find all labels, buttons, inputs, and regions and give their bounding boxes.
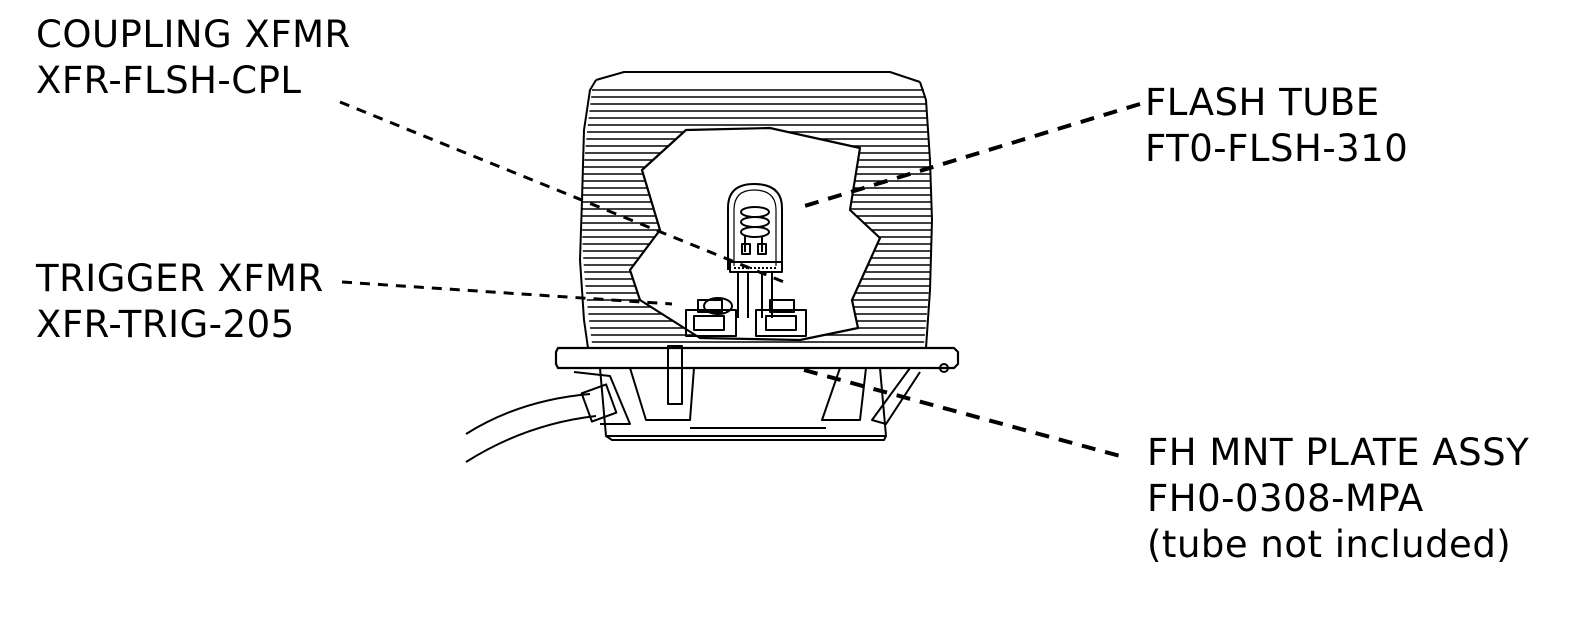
leader-mount: [803, 368, 1121, 458]
flash-tube-name: FLASH TUBE: [1145, 81, 1380, 124]
trigger-xfmr-callout: TRIGGER XFMR XFR-TRIG-205: [36, 256, 324, 348]
mount-plate-callout: FH MNT PLATE ASSY FH0-0308-MPA (tube not…: [1147, 430, 1529, 568]
mount-plate-name: FH MNT PLATE ASSY: [1147, 431, 1530, 474]
mount-plate: [554, 346, 960, 370]
leader-coupling: [339, 100, 785, 284]
coupling-xfmr-name: COUPLING XFMR: [36, 13, 351, 56]
cutaway-window: [628, 126, 882, 342]
leader-trigger: [341, 280, 673, 306]
trigger-block-right: [755, 309, 807, 337]
flash-tube-part: FT0-FLSH-310: [1145, 127, 1409, 170]
dome-cap: [595, 71, 921, 83]
trigger-xfmr-name: TRIGGER XFMR: [36, 257, 324, 300]
coupling-xfmr-part: XFR-FLSH-CPL: [36, 59, 302, 102]
trigger-block-left: [685, 309, 737, 337]
flash-tube-callout: FLASH TUBE FT0-FLSH-310: [1145, 80, 1408, 172]
mount-plate-part: FH0-0308-MPA: [1147, 477, 1424, 520]
leader-flash: [797, 102, 1141, 210]
flash-tube-glass: [727, 183, 783, 270]
coupling-xfmr-callout: COUPLING XFMR XFR-FLSH-CPL: [36, 12, 351, 104]
base-frame: [599, 367, 887, 437]
trigger-xfmr-part: XFR-TRIG-205: [36, 303, 295, 346]
mount-plate-note: (tube not included): [1147, 523, 1512, 566]
power-cable: [465, 393, 597, 463]
